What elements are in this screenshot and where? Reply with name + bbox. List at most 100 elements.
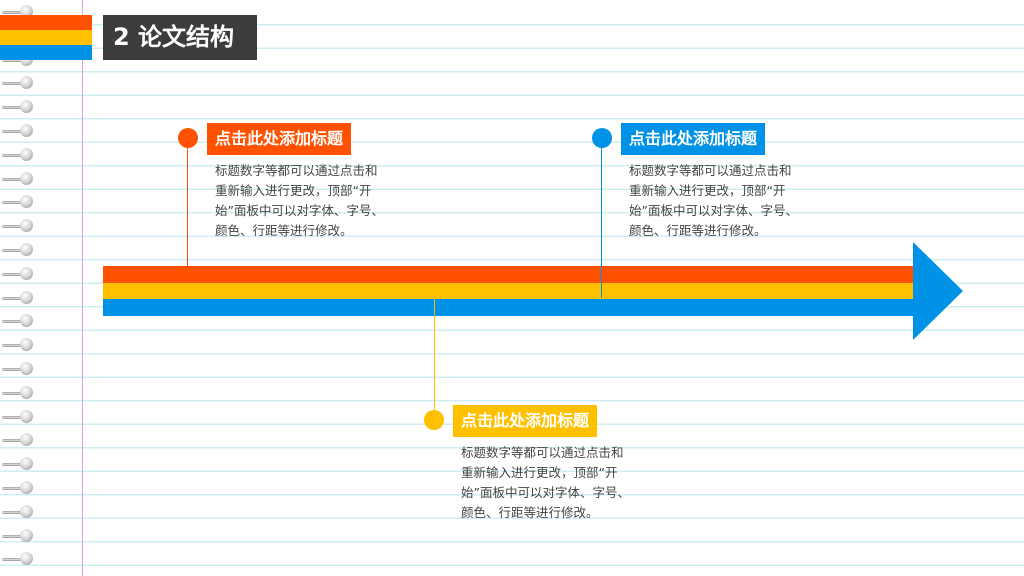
- timeline-dot-1: [178, 128, 198, 148]
- item-1-line-4: 颜色、行距等进行修改。: [215, 223, 353, 238]
- item-3-line-2: 重新输入进行更改，顶部“开: [461, 465, 618, 480]
- spiral-wire: [2, 153, 24, 157]
- timeline-dot-3: [424, 410, 444, 430]
- item-1-line-1: 标题数字等都可以通过点击和: [215, 163, 378, 178]
- spiral-wire: [2, 82, 24, 86]
- spiral-hole: [20, 362, 33, 375]
- spiral-ring: [2, 432, 36, 448]
- spiral-wire: [2, 415, 24, 419]
- spiral-wire: [2, 201, 24, 205]
- spiral-wire: [2, 463, 24, 467]
- spiral-hole: [20, 504, 33, 518]
- spiral-ring: [2, 480, 36, 496]
- spiral-wire: [2, 320, 24, 324]
- connector-line-2: [601, 138, 602, 298]
- spiral-wire: [2, 11, 24, 14]
- spiral-ring: [2, 409, 36, 425]
- spiral-wire: [2, 487, 24, 490]
- spiral-ring: [2, 313, 36, 329]
- spiral-ring: [2, 171, 36, 187]
- spiral-ring: [2, 385, 36, 401]
- spiral-ring: [2, 99, 36, 115]
- spiral-wire: [2, 439, 24, 443]
- spiral-hole: [20, 481, 33, 494]
- item-1-line-2: 重新输入进行更改，顶部“开: [215, 183, 372, 198]
- timeline-band-yellow: [103, 282, 915, 300]
- spiral-hole: [20, 290, 33, 304]
- timeline-arrow-head-icon: [913, 242, 963, 340]
- item-2-line-3: 始”面板中可以对字体、字号、: [629, 203, 798, 218]
- spiral-hole: [20, 5, 33, 18]
- spiral-ring: [2, 194, 36, 210]
- spiral-ring: [2, 528, 36, 544]
- spiral-hole: [20, 266, 33, 280]
- spiral-ring: [2, 337, 36, 353]
- connector-line-1: [187, 138, 188, 266]
- spiral-hole: [20, 338, 33, 352]
- spiral-wire: [2, 58, 24, 62]
- timeline-dot-2: [592, 128, 612, 148]
- spiral-ring: [2, 266, 36, 282]
- spiral-ring: [2, 4, 36, 20]
- timeline-band-blue: [103, 299, 915, 316]
- item-1-title[interactable]: 点击此处添加标题: [207, 123, 352, 155]
- spiral-wire: [2, 249, 24, 252]
- item-2-line-2: 重新输入进行更改，顶部“开: [629, 183, 786, 198]
- spiral-wire: [2, 106, 24, 110]
- spiral-hole: [20, 457, 33, 471]
- spiral-hole: [20, 147, 33, 161]
- spiral-ring: [2, 456, 36, 472]
- spiral-hole: [20, 243, 33, 256]
- item-2-description[interactable]: 标题数字等都可以通过点击和 重新输入进行更改，顶部“开 始”面板中可以对字体、字…: [629, 161, 819, 241]
- item-3-description[interactable]: 标题数字等都可以通过点击和 重新输入进行更改，顶部“开 始”面板中可以对字体、字…: [461, 443, 651, 523]
- item-2-line-4: 颜色、行距等进行修改。: [629, 223, 767, 238]
- spiral-wire: [2, 130, 24, 133]
- spiral-ring: [2, 361, 36, 377]
- spiral-wire: [2, 296, 24, 300]
- spiral-ring: [2, 218, 36, 234]
- spiral-wire: [2, 368, 24, 371]
- spiral-wire: [2, 272, 24, 276]
- item-3-line-4: 颜色、行距等进行修改。: [461, 505, 599, 520]
- connector-line-3: [434, 298, 435, 420]
- item-1-description[interactable]: 标题数字等都可以通过点击和 重新输入进行更改，顶部“开 始”面板中可以对字体、字…: [215, 161, 405, 241]
- spiral-hole: [20, 171, 33, 185]
- header-stripe-blue: [0, 45, 92, 60]
- spiral-wire: [2, 558, 24, 562]
- item-3-line-1: 标题数字等都可以通过点击和: [461, 445, 624, 460]
- spiral-wire: [2, 344, 24, 348]
- spiral-wire: [2, 391, 24, 395]
- item-1-line-3: 始”面板中可以对字体、字号、: [215, 203, 384, 218]
- spiral-ring: [2, 551, 36, 567]
- item-3-title[interactable]: 点击此处添加标题: [453, 405, 598, 437]
- item-2-title[interactable]: 点击此处添加标题: [621, 123, 766, 155]
- header-color-stripes: [0, 15, 92, 60]
- timeline-band-orange: [103, 266, 915, 283]
- spiral-ring: [2, 123, 36, 139]
- spiral-hole: [20, 528, 33, 542]
- spiral-wire: [2, 225, 24, 229]
- spiral-hole: [20, 195, 33, 209]
- spiral-hole: [20, 409, 33, 423]
- spiral-hole: [20, 433, 33, 447]
- spiral-binding: [0, 0, 40, 576]
- spiral-ring: [2, 75, 36, 91]
- spiral-wire: [2, 177, 24, 181]
- spiral-hole: [20, 219, 33, 233]
- spiral-ring: [2, 290, 36, 306]
- spiral-hole: [20, 124, 33, 137]
- spiral-ring: [2, 504, 36, 520]
- item-2-line-1: 标题数字等都可以通过点击和: [629, 163, 792, 178]
- header-stripe-orange: [0, 15, 92, 30]
- spiral-hole: [20, 314, 33, 328]
- item-3-line-3: 始”面板中可以对字体、字号、: [461, 485, 630, 500]
- margin-line: [82, 0, 83, 576]
- spiral-wire: [2, 510, 24, 514]
- spiral-hole: [20, 100, 33, 114]
- page-title: 2 论文结构: [103, 15, 257, 60]
- spiral-hole: [20, 552, 33, 566]
- header-stripe-yellow: [0, 30, 92, 45]
- spiral-ring: [2, 147, 36, 163]
- spiral-hole: [20, 76, 33, 90]
- spiral-wire: [2, 534, 24, 538]
